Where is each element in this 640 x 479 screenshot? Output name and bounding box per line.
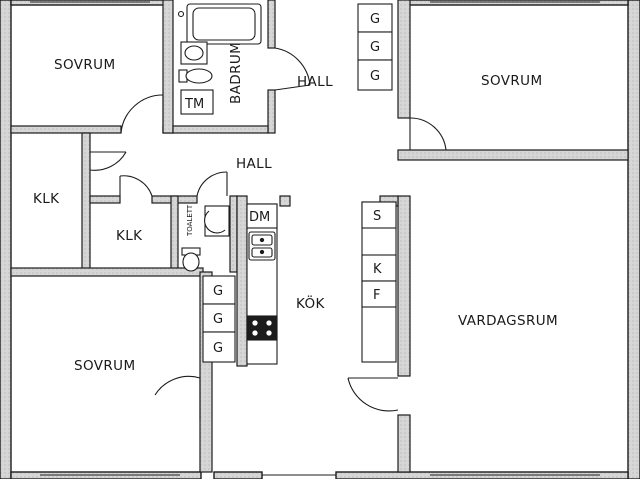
tm-box [180, 89, 214, 115]
cabinet-s [361, 201, 397, 229]
label-g-low-1: G [213, 284, 223, 299]
wardrobe-low-3 [202, 331, 236, 363]
wardrobe-top-1 [357, 3, 393, 33]
label-klk-middle: KLK [116, 228, 143, 244]
label-vardagsrum: VARDAGSRUM [458, 313, 558, 329]
label-k: K [373, 262, 382, 277]
label-hall-top: HALL [297, 74, 333, 90]
label-sovrum-top-right: SOVRUM [481, 73, 543, 89]
doors [89, 47, 447, 420]
label-badrum: BADRUM [228, 42, 244, 104]
label-g-top-3: G [370, 69, 380, 84]
label-g-low-2: G [213, 312, 223, 327]
label-klk-left: KLK [33, 191, 60, 207]
label-g-low-3: G [213, 341, 223, 356]
dishwasher [246, 203, 278, 229]
room-labels: SOVRUM SOVRUM SOVRUM HALL HALL KLK KLK K… [33, 42, 558, 374]
kitchen-fixtures [246, 201, 397, 365]
label-tm: TM [184, 97, 204, 112]
label-toalett: TOALETT [186, 204, 194, 237]
label-dm: DM [249, 210, 270, 225]
label-sovrum-top-left: SOVRUM [54, 57, 116, 73]
toalett-fixtures [181, 205, 230, 272]
label-hall-middle: HALL [236, 156, 272, 172]
label-g-top-2: G [370, 40, 380, 55]
label-f: F [373, 288, 380, 303]
label-s: S [373, 209, 381, 224]
stove [246, 315, 278, 341]
bathroom-fixtures [177, 3, 262, 115]
cabinet-f [361, 280, 397, 308]
fixture-labels: TM TOALETT DM S K F G G G G G G [184, 12, 382, 356]
label-kok: KÖK [296, 294, 326, 312]
wardrobe-top-3 [357, 59, 393, 91]
label-sovrum-bottom-left: SOVRUM [74, 358, 136, 374]
label-g-top-1: G [370, 12, 380, 27]
wardrobe-low-1 [202, 275, 236, 305]
toalett-toilet [182, 252, 200, 272]
wardrobes [202, 3, 393, 363]
interior-walls [10, 0, 629, 473]
windows [30, 1, 600, 476]
wardrobe-low-2 [202, 303, 236, 333]
